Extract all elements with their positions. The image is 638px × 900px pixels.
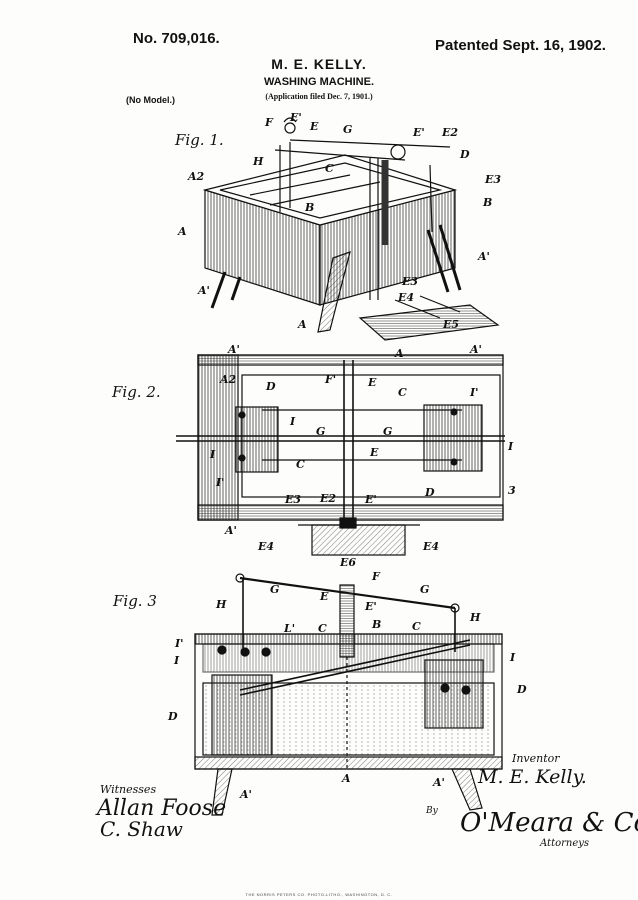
ref-label: E2 xyxy=(442,126,459,139)
ref-label: B xyxy=(305,201,315,214)
printer-imprint: THE NORRIS PETERS CO. PHOTO-LITHO., WASH… xyxy=(245,892,393,897)
figure-2-drawing xyxy=(176,354,505,556)
inventor-name: M. E. KELLY. xyxy=(271,56,367,72)
ref-label: G xyxy=(420,583,430,596)
ref-label: I xyxy=(210,448,216,461)
invention-title: WASHING MACHINE. xyxy=(264,76,374,88)
ref-label: C xyxy=(398,386,407,399)
ref-label: A xyxy=(395,347,404,360)
ref-label: B xyxy=(372,618,382,631)
ref-label: C xyxy=(296,458,305,471)
ref-label: E' xyxy=(365,493,377,506)
ref-label: D xyxy=(517,683,527,696)
ref-label: A' xyxy=(470,343,482,356)
ref-label: C xyxy=(325,162,334,175)
ref-label: E' xyxy=(365,600,377,613)
patent-date: Patented Sept. 16, 1902. xyxy=(435,37,606,54)
ref-label: G xyxy=(383,425,393,438)
ref-label: E' xyxy=(413,126,425,139)
ref-label: F xyxy=(265,116,273,129)
ref-label: E' xyxy=(290,111,302,124)
figure-1-drawing xyxy=(202,117,500,341)
ref-label: C xyxy=(318,622,327,635)
ref-label: A' xyxy=(433,776,445,789)
by-label: By xyxy=(426,806,438,816)
inventor-label: Inventor xyxy=(512,752,560,765)
figure-3-label: Fig. 3 xyxy=(113,592,157,610)
figure-3-drawing xyxy=(194,573,503,816)
ref-label: D xyxy=(460,148,470,161)
ref-label: D xyxy=(425,486,435,499)
ref-label: E5 xyxy=(443,318,460,331)
ref-label: H xyxy=(470,611,481,624)
ref-label: G xyxy=(343,123,353,136)
ref-label: D xyxy=(168,710,178,723)
ref-label: A' xyxy=(225,524,237,537)
ref-label: G xyxy=(316,425,326,438)
ref-label: C xyxy=(412,620,421,633)
ref-label: A xyxy=(178,225,187,238)
ref-label: I xyxy=(174,654,180,667)
ref-label: 3 xyxy=(508,484,516,497)
witnesses-label: Witnesses xyxy=(100,783,157,796)
ref-label: A' xyxy=(228,343,240,356)
ref-label: E4 xyxy=(258,540,275,553)
attorneys-label: Attorneys xyxy=(540,838,590,849)
ref-label: I' xyxy=(175,637,184,650)
ref-label: I' xyxy=(470,386,479,399)
ref-label: B xyxy=(483,196,493,209)
ref-label: I xyxy=(510,651,516,664)
ref-label: E4 xyxy=(398,291,415,304)
ref-label: A2 xyxy=(188,170,205,183)
figure-1-label: Fig. 1. xyxy=(175,131,224,149)
ref-label: F xyxy=(372,570,380,583)
ref-label: A2 xyxy=(220,373,237,386)
ref-label: E xyxy=(370,446,379,459)
ref-label: A xyxy=(342,772,351,785)
ref-label: G xyxy=(270,583,280,596)
ref-label: E3 xyxy=(285,493,302,506)
ref-label: E xyxy=(368,376,377,389)
witness-1-signature: Allan Foose xyxy=(97,796,227,821)
ref-label: A xyxy=(298,318,307,331)
ref-label: I xyxy=(290,415,296,428)
ref-label: E6 xyxy=(340,556,357,569)
ref-label: I' xyxy=(216,476,225,489)
ref-label: A' xyxy=(240,788,252,801)
ref-label: E xyxy=(320,590,329,603)
ref-label: D xyxy=(266,380,276,393)
ref-label: E xyxy=(310,120,319,133)
ref-label: I xyxy=(508,440,514,453)
ref-label: E4 xyxy=(423,540,440,553)
ref-label: F' xyxy=(325,373,337,386)
ref-label: E2 xyxy=(320,492,337,505)
ref-label: L' xyxy=(284,622,296,635)
ref-label: E3 xyxy=(485,173,502,186)
attorney-signature: O'Meara & Co xyxy=(460,808,638,838)
witness-2-signature: C. Shaw xyxy=(100,817,183,841)
ref-label: H xyxy=(216,598,227,611)
ref-label: H xyxy=(253,155,264,168)
application-filed: (Application filed Dec. 7, 1901.) xyxy=(265,92,373,101)
patent-number: No. 709,016. xyxy=(133,30,220,47)
inventor-signature: M. E. Kelly. xyxy=(478,766,587,788)
model-note: (No Model.) xyxy=(126,95,175,105)
figure-2-label: Fig. 2. xyxy=(112,383,161,401)
ref-label: E3 xyxy=(402,275,419,288)
ref-label: A' xyxy=(478,250,490,263)
ref-label: A' xyxy=(198,284,210,297)
